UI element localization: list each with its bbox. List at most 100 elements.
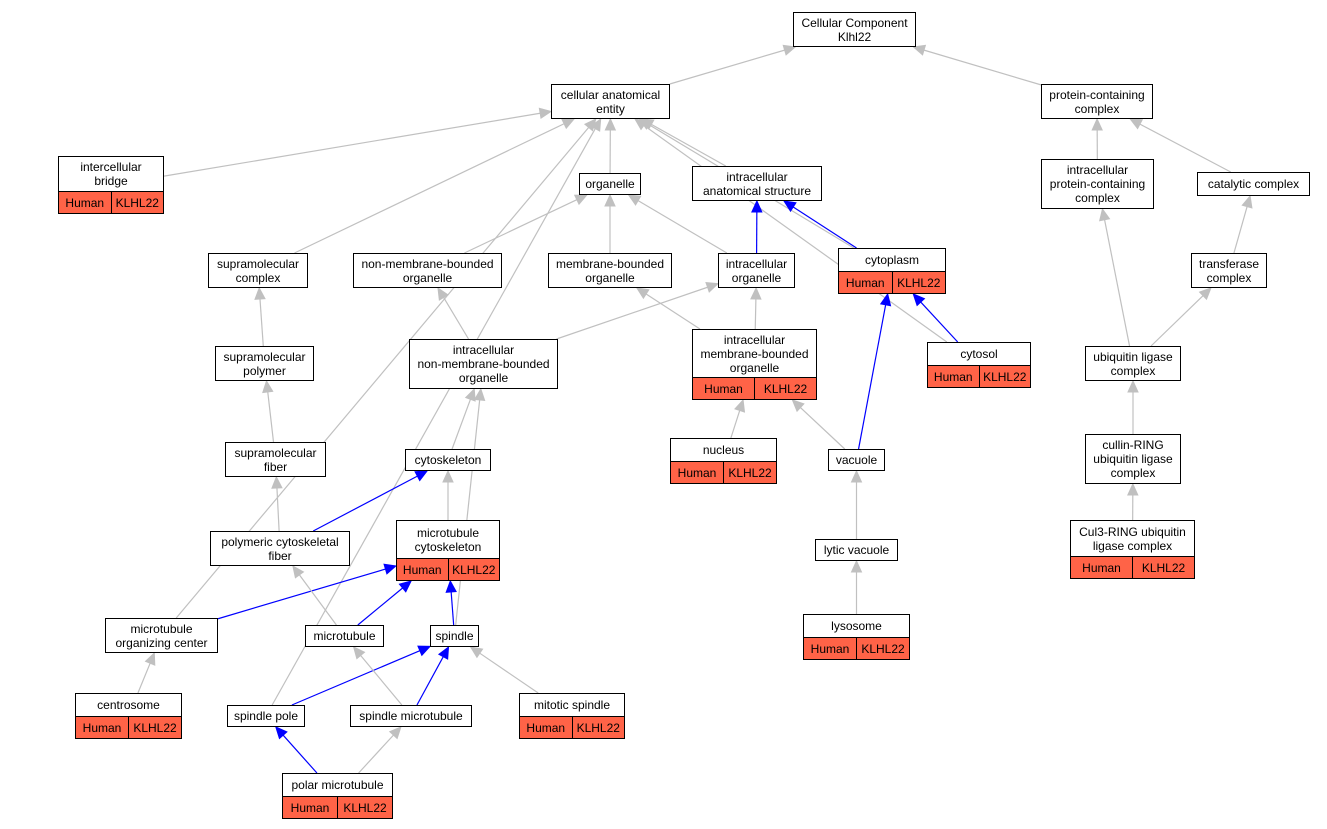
arrowhead [275,726,288,740]
species-cell: Human [283,797,337,818]
edge-ias-to-cae [651,123,727,167]
node-label: microtubule [313,629,376,643]
arrowhead [782,200,797,213]
node-label: intracellular protein-containing complex [1049,163,1146,205]
go-term-node-ias[interactable]: intracellular anatomical structure [692,166,822,201]
go-term-node-supp[interactable]: supramolecular polymer [215,346,314,381]
arrowhead [469,646,484,659]
node-label: microtubule cytoskeleton [414,525,482,554]
arrowhead [635,287,650,300]
edge-vac-to-cyto [857,304,887,450]
go-term-node-crulc[interactable]: cullin-RING ubiquitin ligase complex [1085,434,1181,484]
gene-cell: KLHL22 [447,559,499,580]
node-label: spindle pole [233,709,299,723]
gene-cell: KLHL22 [754,378,816,399]
go-term-node-supf[interactable]: supramolecular fiber [225,442,326,477]
edge-mitsp-to-spindle [479,652,539,694]
go-term-node-io[interactable]: intracellular organelle [718,253,795,288]
go-term-node-mtoc[interactable]: microtubule organizing center [105,618,218,653]
go-term-node-ulc[interactable]: ubiquitin ligase complex [1085,346,1181,381]
node-label: supramolecular polymer [223,349,306,378]
arrowhead [352,646,366,660]
species-cell: Human [671,462,723,483]
node-label: cytoskeleton [414,453,482,467]
gene-cell: KLHL22 [891,272,945,293]
go-term-node-spole[interactable]: spindle pole [227,705,305,727]
go-term-node-ipcc[interactable]: intracellular protein-containing complex [1041,159,1154,209]
edge-io-to-org [637,200,728,254]
edge-cytosol-to-cae [643,124,948,343]
edge-centro-to-mtoc [137,662,151,694]
edge-ulc-to-ipcc [1103,219,1131,347]
node-label: Cul3-RING ubiquitin ligase complex [1079,524,1186,553]
arrowhead [850,559,863,573]
arrowhead [604,193,616,207]
edge-supf-to-supp [267,391,275,443]
arrowhead [590,117,602,132]
arrowhead [705,281,720,293]
go-term-node-mt[interactable]: microtubule [305,625,384,647]
node-label: intracellular organelle [725,256,788,285]
node-label: supramolecular complex [216,256,300,285]
node-label: non-membrane-bounded organelle [361,256,494,285]
go-term-node-catc[interactable]: catalytic complex [1197,172,1310,196]
edge-inmbo-to-io [556,286,708,340]
arrowhead [254,286,266,300]
arrowhead [751,199,763,213]
arrowhead [1198,287,1212,301]
arrowhead [437,286,449,301]
edge-ib-to-cae [163,112,541,177]
go-term-node-cae[interactable]: cellular anatomical entity [551,84,670,119]
go-term-node-spindle[interactable]: spindle [430,625,479,647]
arrowhead [561,118,576,130]
arrowhead [271,475,283,489]
edge-supc-to-cae [294,123,565,254]
go-term-node-imbo[interactable]: intracellular membrane-bounded organelle… [692,329,817,400]
go-term-node-mbo[interactable]: membrane-bounded organelle [548,253,672,288]
go-term-node-cc[interactable]: Cellular Component Klhl22 [793,12,916,47]
go-term-node-nmbo[interactable]: non-membrane-bounded organelle [353,253,502,288]
edge-cae-to-cc [669,49,785,85]
edge-pmt-to-smt [358,734,394,774]
node-label: organelle [585,177,635,191]
go-term-node-inmbo[interactable]: intracellular non-membrane-bounded organ… [409,339,558,389]
edge-mt-to-pcf [298,574,337,626]
species-cell: Human [397,559,448,580]
go-term-node-supc[interactable]: supramolecular complex [208,253,308,288]
arrowhead [1099,207,1111,222]
go-term-node-trc[interactable]: transferase complex [1191,253,1267,288]
arrowhead [1091,117,1103,131]
edge-nuc-to-imbo [730,410,741,439]
arrowhead [791,399,805,413]
go-term-node-vac[interactable]: vacuole [828,449,885,471]
node-label: intracellular membrane-bounded organelle [700,332,809,375]
go-term-node-pcf[interactable]: polymeric cytoskeletal fiber [210,531,350,566]
edge-supp-to-supc [259,298,264,347]
go-term-node-smt[interactable]: spindle microtubule [350,705,472,727]
edge-pmt-to-spole [282,734,318,774]
go-term-node-org[interactable]: organelle [579,173,641,195]
node-label: transferase complex [1198,256,1260,285]
go-term-node-pcc[interactable]: protein-containing complex [1041,84,1153,119]
node-label: catalytic complex [1207,177,1300,191]
go-term-node-lvac[interactable]: lytic vacuole [815,539,898,561]
edge-ulc-to-trc [1150,295,1204,347]
edge-spole-to-spindle [291,650,421,706]
go-term-node-cytosk[interactable]: cytoskeleton [405,449,491,471]
edge-smt-to-mt [360,655,403,706]
arrowhead [445,579,457,593]
node-label: polymeric cytoskeletal fiber [221,534,339,563]
arrowhead [879,292,892,307]
